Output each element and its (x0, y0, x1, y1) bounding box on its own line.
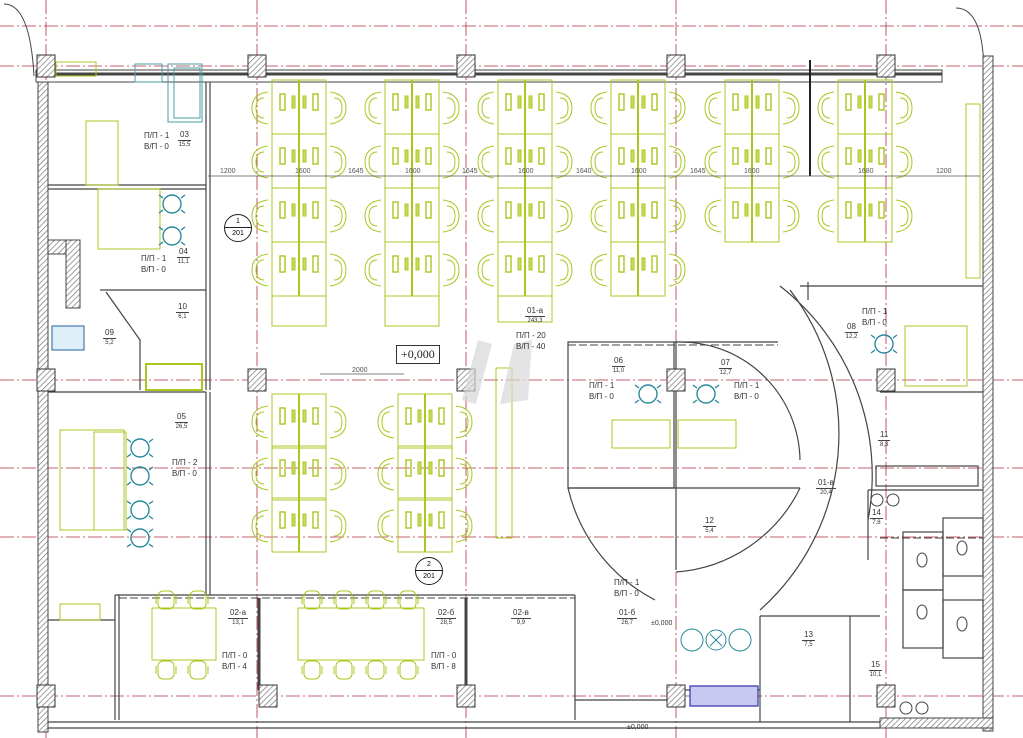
section-marker-1[interactable]: 1 201 (224, 214, 252, 242)
dim: 1600 (518, 168, 534, 175)
outer-walls (37, 55, 994, 733)
dim: 1645 (690, 168, 706, 175)
elevation-mark: ±0,000 (651, 620, 673, 627)
section-sheet: 201 (232, 230, 244, 237)
meeting-chairs (155, 590, 419, 680)
interior-walls (48, 82, 984, 729)
reception-chairs (680, 628, 752, 652)
dim: 1600 (295, 168, 311, 175)
dim: 1645 (348, 168, 364, 175)
dim: 1600 (405, 168, 421, 175)
dim: 2000 (352, 367, 368, 374)
sofa (134, 63, 203, 123)
section-num: 2 (416, 558, 442, 571)
office-furniture (55, 61, 968, 661)
heater (689, 685, 759, 707)
dim: 1680 (858, 168, 874, 175)
dim: 1600 (744, 168, 760, 175)
dim: 1645 (462, 168, 478, 175)
workstation-clusters-top (252, 60, 981, 327)
elevation-mark: ±0,000 (627, 724, 649, 731)
dim: 1200 (936, 168, 952, 175)
dim: 1600 (631, 168, 647, 175)
level-mark: +0,000 (396, 345, 440, 364)
section-num: 1 (225, 215, 251, 228)
dim: 1640 (576, 168, 592, 175)
facade-top (3, 3, 985, 83)
dim: 1200 (220, 168, 236, 175)
workstation-clusters-middle (252, 367, 513, 552)
section-sheet: 201 (423, 573, 435, 580)
section-marker-2[interactable]: 2 201 (415, 557, 443, 585)
